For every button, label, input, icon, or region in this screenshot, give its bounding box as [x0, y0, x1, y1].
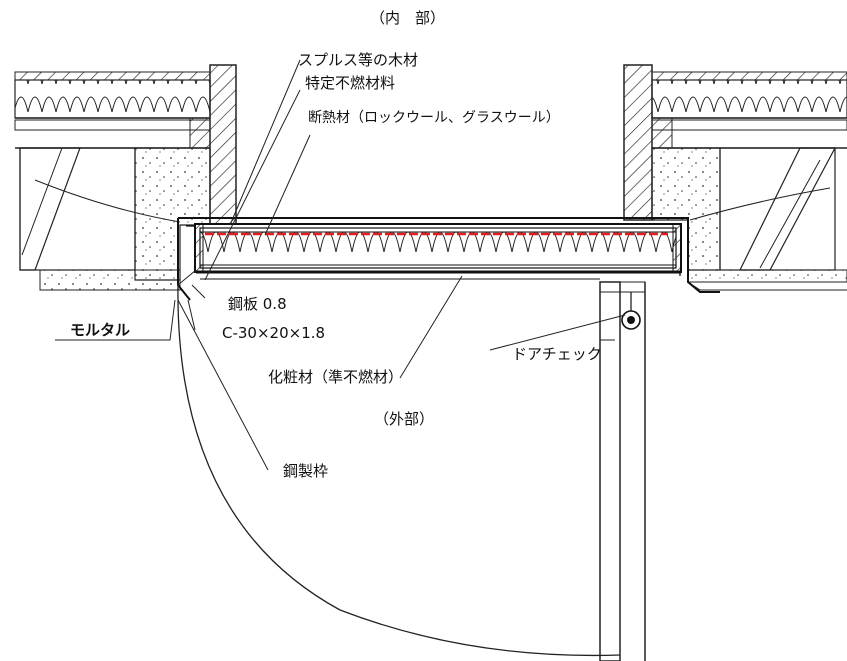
label-steel-frame: 鋼製枠 [283, 462, 329, 480]
door-swing-arc [177, 284, 621, 657]
label-spruce: スプルス等の木材 [298, 51, 419, 69]
leader-lines [55, 59, 626, 471]
door-leaf [194, 223, 682, 280]
label-door-check: ドアチェック [512, 345, 602, 363]
label-channel: C-30×20×1.8 [222, 324, 326, 342]
open-door-panel [599, 281, 646, 661]
door-check-icon [621, 292, 641, 330]
label-interior: （内 部） [370, 9, 446, 27]
label-steel-plate: 鋼板 0.8 [228, 295, 287, 313]
left-wall [14, 64, 237, 291]
label-insulation: 断熱材（ロックウール、グラスウール） [308, 110, 560, 126]
label-finish: 化粧材（準不燃材） [268, 368, 404, 386]
label-exterior: （外部） [374, 410, 435, 428]
label-noncombustible: 特定不燃材料 [305, 74, 396, 92]
right-wall [623, 64, 847, 291]
label-mortar: モルタル [70, 321, 131, 339]
